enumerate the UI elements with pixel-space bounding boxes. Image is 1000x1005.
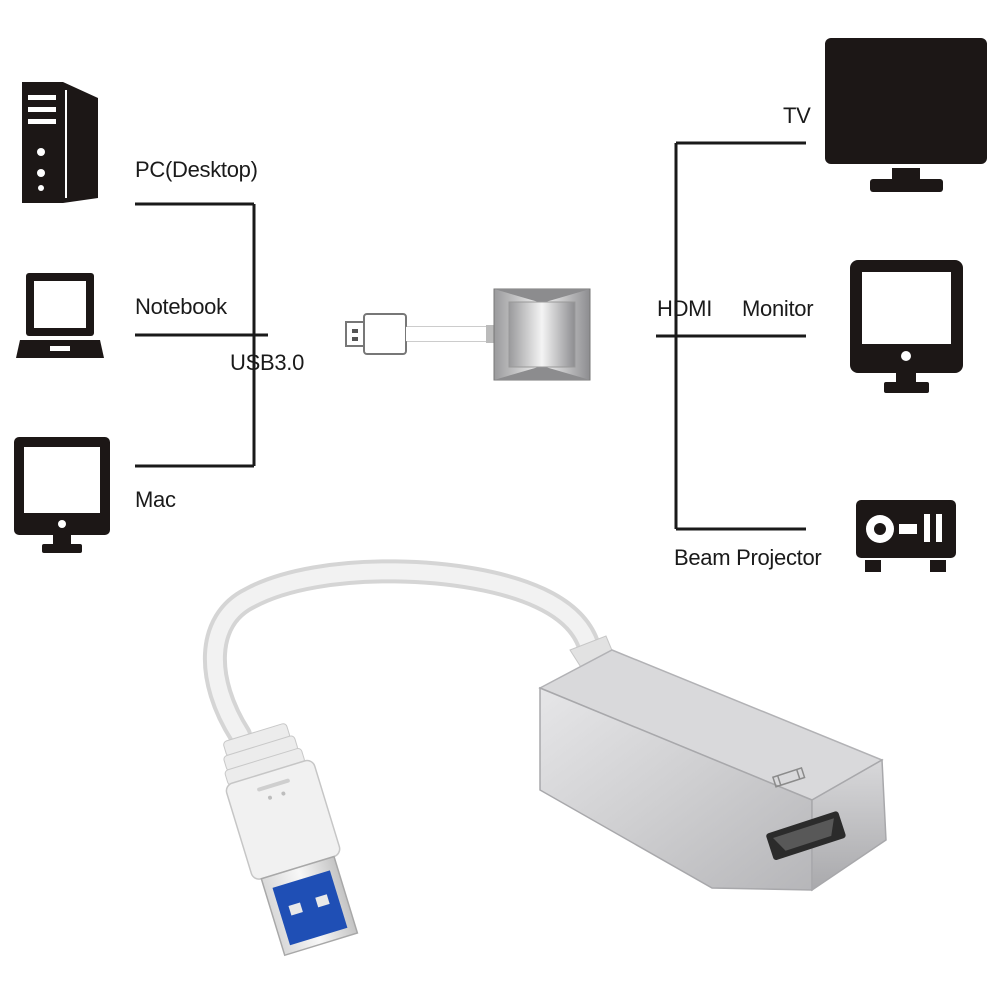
hdmi-connection-lines [656,141,806,531]
target-label-beam-projector: Beam Projector [674,545,822,570]
mac-monitor-icon [14,437,110,553]
tv-icon [825,38,987,192]
target-monitor-icon [850,260,963,393]
source-label-notebook: Notebook [135,294,227,319]
source-label-pc: PC(Desktop) [135,157,258,182]
usb-connection-label: USB3.0 [230,350,305,375]
hdmi-connection-label: HDMI [657,296,713,321]
laptop-icon [16,273,104,358]
target-label-tv: TV [783,103,811,128]
usb-to-hdmi-adapter-photo [203,559,887,957]
projector-icon [856,500,956,572]
source-label-mac: Mac [135,487,176,512]
adapter-diagram-icon [345,288,591,381]
target-label-monitor: Monitor [742,296,814,321]
usb-connection-lines [135,202,268,468]
desktop-tower-icon [22,82,98,203]
